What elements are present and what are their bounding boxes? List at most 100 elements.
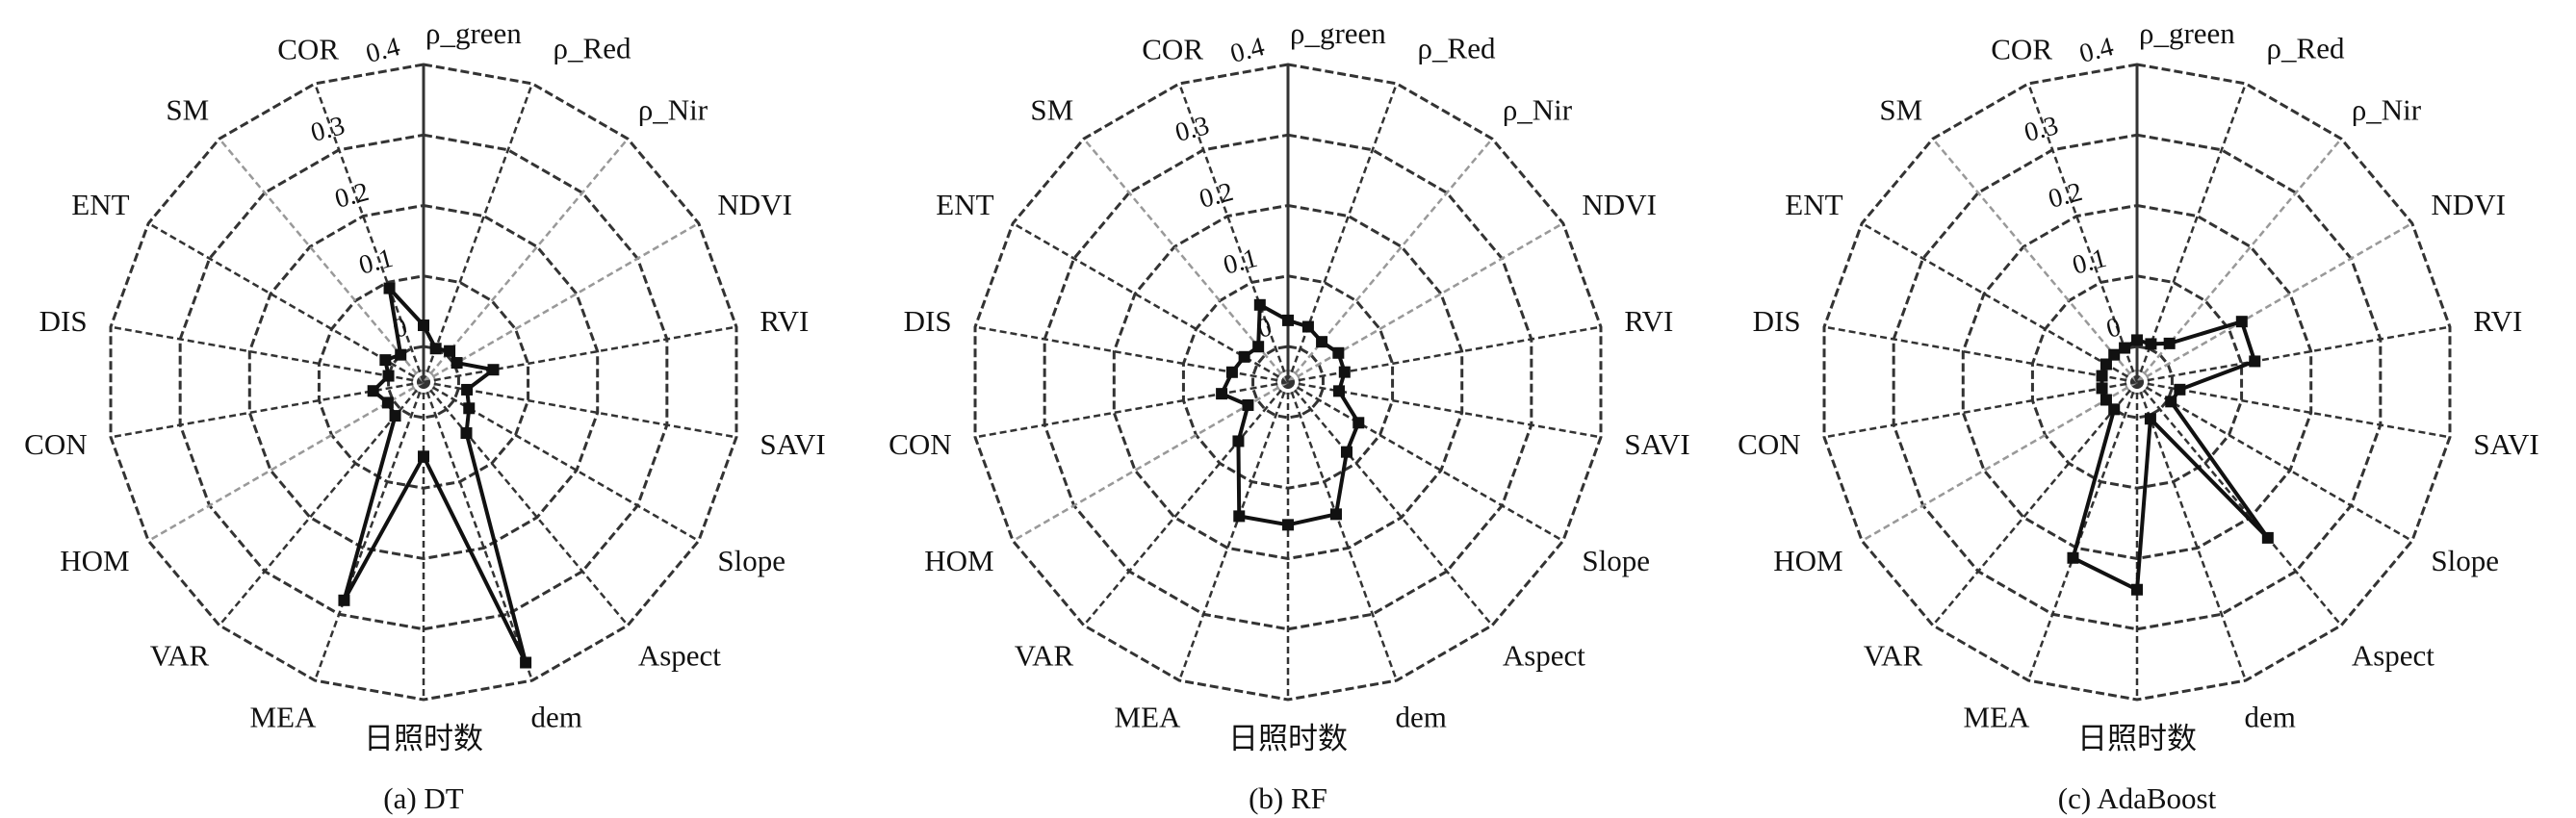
- data-point-4: [487, 364, 500, 376]
- axis-line: [1287, 381, 1494, 626]
- axis-label: ENT: [71, 188, 129, 221]
- axis-label: Slope: [1582, 544, 1650, 577]
- axis-line: [423, 381, 630, 626]
- axis-label: VAR: [150, 638, 210, 672]
- axis-line: [1931, 381, 2138, 626]
- axis-line: [2136, 380, 2451, 439]
- data-point-6: [1352, 417, 1365, 429]
- data-point-14: [2096, 370, 2108, 382]
- axis-label: ρ_Red: [554, 31, 631, 64]
- axis-label: ρ_green: [2139, 16, 2235, 50]
- axis-label: ENT: [936, 188, 993, 221]
- data-point-7: [1340, 446, 1352, 458]
- axis-label: DIS: [1753, 304, 1801, 338]
- data-point-1: [2145, 338, 2157, 350]
- axis-label: ρ_green: [425, 16, 522, 50]
- axis-line: [423, 380, 737, 439]
- data-point-15: [2099, 358, 2112, 371]
- radial-tick-label: 0.4: [2076, 32, 2117, 69]
- axis-label: ρ_Nir: [638, 93, 708, 127]
- radial-tick-label: 0.3: [308, 111, 348, 148]
- data-point-17: [1253, 298, 1266, 311]
- axis-label: Aspect: [2352, 638, 2434, 672]
- axis-line: [1286, 83, 1399, 383]
- axis-line: [147, 380, 425, 543]
- data-point-12: [381, 396, 394, 409]
- axis-line: [1823, 380, 2138, 439]
- axis-label: DIS: [39, 304, 88, 338]
- data-point-4: [2249, 355, 2261, 368]
- grid-ring: [1822, 63, 2452, 702]
- axis-line: [1286, 381, 1399, 681]
- data-point-13: [367, 385, 379, 397]
- axis-label: HOM: [924, 544, 993, 577]
- chart-caption: (a) DT: [383, 781, 464, 815]
- axis-label: MEA: [1964, 701, 2031, 734]
- data-point-6: [2165, 396, 2177, 408]
- data-point-10: [1233, 510, 1246, 523]
- axis-line: [1861, 221, 2138, 384]
- axis-line: [218, 138, 425, 383]
- radial-tick-label: 0.2: [332, 177, 373, 215]
- axis-label: MEA: [250, 701, 318, 734]
- data-point-9: [1282, 519, 1294, 531]
- axis-label: 日照时数: [364, 722, 483, 755]
- axis-line: [1177, 83, 1290, 383]
- axis-label: CON: [1738, 427, 1800, 461]
- data-point-12: [2099, 394, 2112, 406]
- data-point-8: [1329, 508, 1342, 521]
- data-point-0: [1282, 314, 1294, 326]
- axis-label: Slope: [717, 544, 786, 577]
- data-point-13: [1216, 388, 1228, 400]
- grid-ring: [247, 203, 600, 561]
- data-point-11: [389, 410, 401, 422]
- data-point-11: [1232, 435, 1245, 447]
- axis-label: ρ_Red: [1418, 31, 1496, 64]
- axis-line: [1861, 380, 2138, 543]
- radial-tick-label: 0.3: [1172, 111, 1213, 148]
- axis-label: MEA: [1115, 701, 1182, 734]
- axis-line: [423, 221, 700, 384]
- axis-line: [313, 83, 425, 383]
- axis-label: 日照时数: [2077, 722, 2197, 755]
- data-point-2: [2163, 337, 2176, 349]
- axis-line: [1012, 380, 1289, 543]
- data-point-3: [451, 357, 463, 370]
- axis-label: ρ_Nir: [1503, 93, 1573, 127]
- data-point-6: [463, 402, 476, 415]
- axis-label: RVI: [760, 304, 809, 338]
- data-point-8: [520, 656, 532, 669]
- data-point-2: [444, 345, 456, 357]
- data-point-5: [461, 383, 474, 396]
- axis-label: RVI: [1624, 304, 1673, 338]
- radial-tick-label: 0.2: [2046, 177, 2086, 215]
- axis-label: HOM: [1773, 544, 1842, 577]
- axis-line: [1082, 381, 1289, 626]
- axis-label: Aspect: [1503, 638, 1585, 672]
- axis-line: [110, 325, 425, 384]
- radial-tick-label: 0.4: [363, 32, 403, 69]
- axis-line: [313, 381, 425, 681]
- radial-tick-label: 0.3: [2022, 111, 2062, 148]
- axis-label: SM: [1879, 93, 1922, 127]
- axis-label: SAVI: [760, 427, 825, 461]
- axis-line: [422, 83, 534, 383]
- data-point-9: [418, 450, 429, 463]
- axis-label: ENT: [1785, 188, 1842, 221]
- data-point-0: [418, 320, 429, 332]
- axis-line: [2026, 381, 2139, 681]
- axis-line: [2136, 325, 2451, 384]
- data-point-9: [2131, 583, 2143, 596]
- axis-line: [1931, 138, 2138, 383]
- grid-ring: [109, 63, 738, 702]
- data-point-4: [1338, 366, 1351, 378]
- radial-tick-label: 0.1: [356, 243, 397, 281]
- radial-tick-label: 0.2: [1197, 177, 1237, 215]
- radial-tick-label: 0.4: [1227, 32, 1268, 69]
- axis-line: [2135, 381, 2248, 681]
- axis-label: dem: [531, 701, 582, 734]
- data-point-5: [1333, 385, 1346, 397]
